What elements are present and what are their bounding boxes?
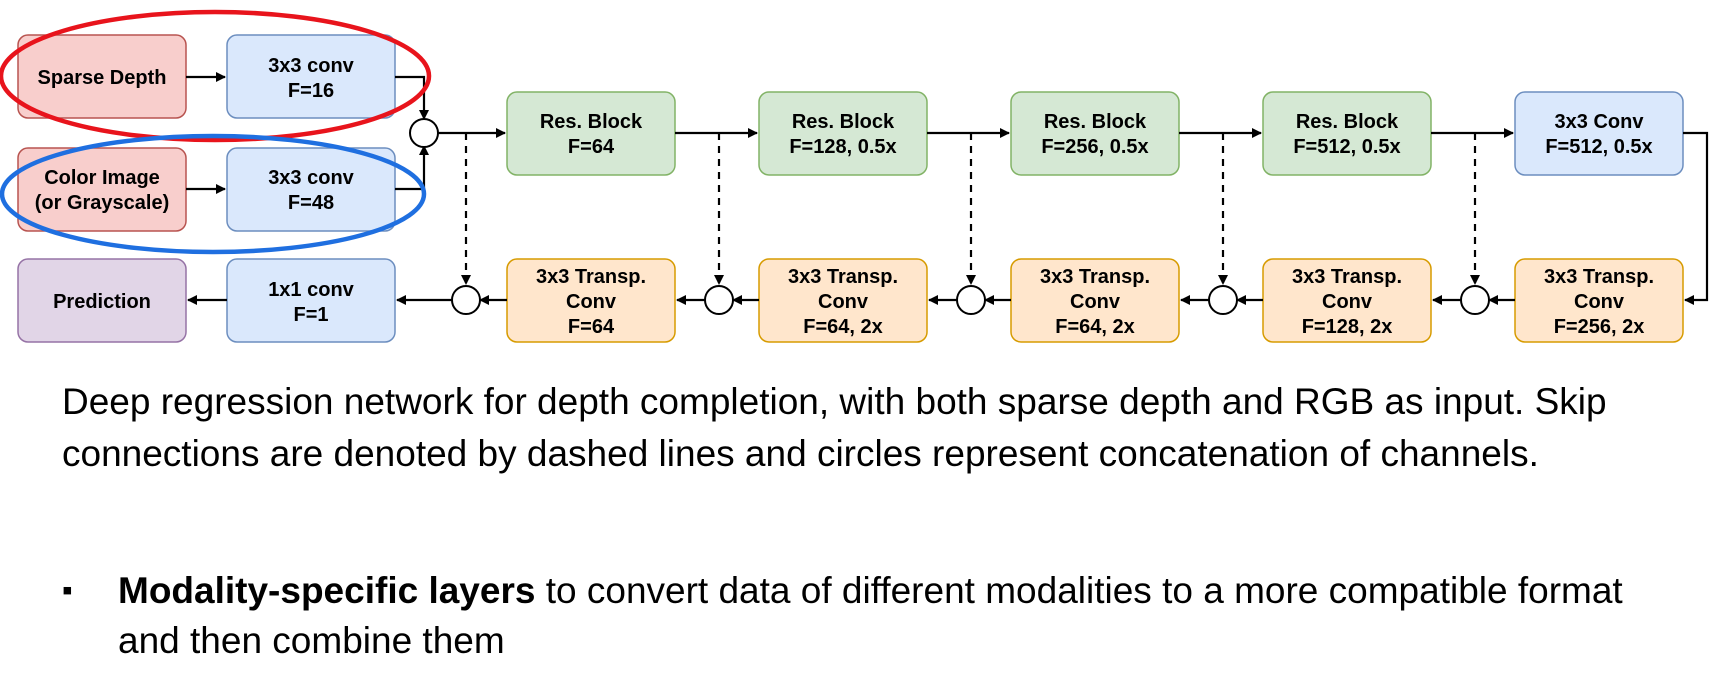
encoder-block-4-line2: F=512, 0.5x: [1293, 136, 1400, 158]
decoder-block-2-line1: 3x3 Transp.: [788, 266, 898, 288]
encoder-block-3-line2: F=256, 0.5x: [1041, 136, 1148, 158]
conv16-node: 3x3 conv F=16: [226, 34, 396, 119]
decoder-block-3: 3x3 Transp. Conv F=64, 2x: [1010, 258, 1180, 343]
conv48-node: 3x3 conv F=48: [226, 147, 396, 232]
encoder-block-1: Res. Block F=64: [506, 91, 676, 176]
encoder-conv-line2: F=512, 0.5x: [1545, 136, 1652, 158]
encoder-block-3-line1: Res. Block: [1044, 111, 1147, 133]
decoder-block-4-line2: Conv: [1322, 291, 1373, 313]
decoder-block-5: 3x3 Transp. Conv F=256, 2x: [1514, 258, 1684, 343]
bullet-bold-text: Modality-specific layers: [118, 570, 536, 611]
concat-circle-4: [1460, 285, 1490, 315]
concat-circles: [409, 118, 1490, 315]
decoder-block-5-line2: Conv: [1574, 291, 1625, 313]
decoder-block-1: 3x3 Transp. Conv F=64: [506, 258, 676, 343]
arrow-conv-to-decoder5: [1683, 131, 1709, 305]
encoder-block-2-line1: Res. Block: [792, 111, 895, 133]
concat-circle-input: [409, 118, 439, 148]
decoder-block-3-line2: Conv: [1070, 291, 1121, 313]
decoder-block-2-line2: Conv: [818, 291, 869, 313]
concat-circle-1: [704, 285, 734, 315]
conv1x1-line2: F=1: [293, 304, 328, 326]
conv16-line1: 3x3 conv: [268, 55, 354, 77]
decoder-block-2: 3x3 Transp. Conv F=64, 2x: [758, 258, 928, 343]
highlight-ellipse-red: [0, 9, 432, 143]
prediction-label: Prediction: [53, 291, 151, 313]
decoder-block-4-line3: F=128, 2x: [1302, 316, 1393, 338]
concat-circle-0: [451, 285, 481, 315]
sparse-depth-label: Sparse Depth: [38, 67, 167, 89]
figure-caption: Deep regression network for depth comple…: [62, 381, 1607, 474]
color-image-label-line1: Color Image: [44, 167, 160, 189]
decoder-block-5-line1: 3x3 Transp.: [1544, 266, 1654, 288]
encoder-block-4-line1: Res. Block: [1296, 111, 1399, 133]
decoder-block-3-line3: F=64, 2x: [1055, 316, 1135, 338]
sparse-depth-node: Sparse Depth: [17, 34, 187, 119]
bullet-rest-text: to convert data of different modalities …: [118, 570, 1623, 661]
encoder-block-2-line2: F=128, 0.5x: [789, 136, 896, 158]
decoder-block-1-line2: Conv: [566, 291, 617, 313]
decoder-block-4-line1: 3x3 Transp.: [1292, 266, 1402, 288]
encoder-block-1-line1: Res. Block: [540, 111, 643, 133]
bullet-marker: ▪: [62, 574, 73, 607]
concat-circle-3: [1208, 285, 1238, 315]
connections: [186, 72, 1709, 305]
decoder-block-1-line3: F=64: [568, 316, 615, 338]
network-diagram: Sparse Depth Color Image (or Grayscale) …: [0, 9, 1709, 343]
color-image-label-line2: (or Grayscale): [35, 192, 170, 214]
conv16-line2: F=16: [288, 80, 334, 102]
decoder-block-3-line1: 3x3 Transp.: [1040, 266, 1150, 288]
bullet-text: Modality-specific layers to convert data…: [118, 566, 1678, 666]
arrow-conv16-to-concat: [395, 75, 429, 120]
highlight-ellipse-blue: [0, 133, 427, 255]
encoder-block-4: Res. Block F=512, 0.5x: [1262, 91, 1432, 176]
decoder-block-2-line3: F=64, 2x: [803, 316, 883, 338]
encoder-block-3: Res. Block F=256, 0.5x: [1010, 91, 1180, 176]
conv48-line1: 3x3 conv: [268, 167, 354, 189]
decoder-block-5-line3: F=256, 2x: [1554, 316, 1645, 338]
concat-circle-2: [956, 285, 986, 315]
conv1x1-line1: 1x1 conv: [268, 279, 354, 301]
encoder-block-1-line2: F=64: [568, 136, 615, 158]
conv1x1-node: 1x1 conv F=1: [226, 258, 396, 343]
prediction-node: Prediction: [17, 258, 187, 343]
decoder-block-1-line1: 3x3 Transp.: [536, 266, 646, 288]
encoder-conv-block: 3x3 Conv F=512, 0.5x: [1514, 91, 1684, 176]
conv48-line2: F=48: [288, 192, 334, 214]
decoder-block-4: 3x3 Transp. Conv F=128, 2x: [1262, 258, 1432, 343]
encoder-conv-line1: 3x3 Conv: [1555, 111, 1645, 133]
encoder-block-2: Res. Block F=128, 0.5x: [758, 91, 928, 176]
